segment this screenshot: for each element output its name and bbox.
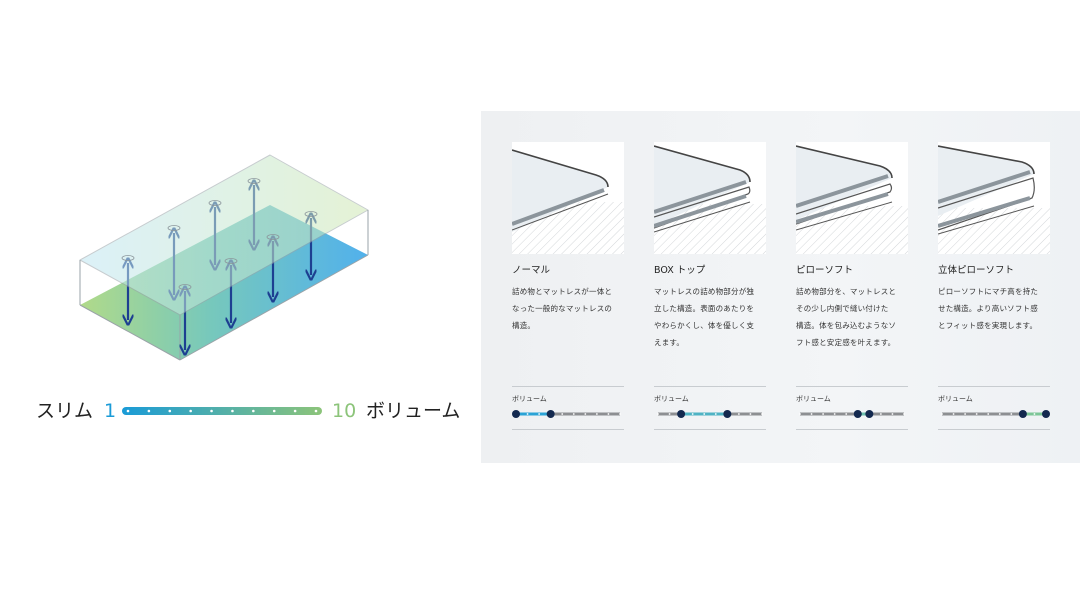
type-card-3d-pillow-soft: 立体ピローソフト ピローソフトにマチ高を持た せた構造。より高いソフト感 とフィ… [938, 142, 1050, 442]
scale-step-dot [252, 409, 255, 413]
divider [938, 429, 1050, 430]
scale-step-dot [314, 409, 318, 413]
pillow-soft-structure-image [796, 142, 908, 254]
volume-step-dot [952, 413, 955, 415]
scale-step-dot [231, 409, 234, 413]
volume-step-dot [799, 413, 801, 415]
volume-step-dot [572, 413, 575, 415]
type-description: 詰め物部分を、マットレスと その少し内側で縫い付けた 構造。体を包み込むようなソ… [796, 287, 897, 347]
volume-step-dot [975, 413, 978, 415]
type-title: ノーマル [512, 265, 551, 276]
scale-step-dot [147, 409, 151, 413]
type-card-normal: ノーマル 詰め物とマットレスが一体と なった一般的なマットレスの 構造。 ボリュ… [512, 142, 624, 442]
volume-step-dot [595, 413, 598, 415]
type-card-pillow-soft: ピローソフト 詰め物部分を、マットレスと その少し内側で縫い付けた 構造。体を包… [796, 142, 908, 442]
volume-scale: スリム 1 10 ボリューム [36, 396, 476, 428]
divider [796, 429, 908, 430]
divider [938, 386, 1050, 387]
scale-step-dot [293, 409, 297, 413]
comfort-illustration-panel: スリム 1 10 ボリューム [0, 0, 480, 608]
divider [512, 429, 624, 430]
volume-step-dot [1010, 413, 1013, 415]
volume-max-marker [546, 410, 555, 418]
volume-range-indicator [941, 410, 1050, 418]
volume-max-marker [723, 410, 732, 418]
mattress-spring-diagram [79, 154, 369, 361]
volume-step-dot [619, 413, 621, 415]
volume-step-dot [584, 413, 587, 415]
volume-step-dot [703, 413, 706, 415]
scale-gradient-bar [122, 407, 322, 415]
normal-structure-image [512, 142, 624, 254]
volume-step-dot [903, 413, 905, 415]
volume-max-marker [865, 410, 874, 418]
scale-left-label: スリム [36, 400, 94, 422]
type-title: BOX トップ [654, 265, 706, 276]
volume-min-marker [677, 410, 686, 418]
volume-step-dot [845, 413, 848, 415]
scale-step-dot [189, 409, 192, 413]
type-title: ピローソフト [796, 265, 854, 276]
volume-step-dot [810, 413, 813, 415]
box-top-structure-image [654, 142, 766, 254]
volume-step-dot [737, 413, 740, 415]
volume-step-dot [761, 413, 763, 415]
volume-step-dot [607, 413, 610, 415]
divider [654, 429, 766, 430]
volume-step-dot [987, 413, 990, 415]
volume-label: ボリューム [512, 395, 547, 403]
volume-min-marker [853, 410, 862, 418]
divider [512, 386, 624, 387]
volume-step-dot [822, 413, 825, 415]
type-description: ピローソフトにマチ高を持た せた構造。より高いソフト感 とフィット感を実現します… [938, 287, 1039, 330]
volume-step-dot [714, 413, 717, 415]
volume-step-dot [538, 413, 541, 415]
volume-step-dot [691, 413, 694, 415]
volume-max-marker [1042, 410, 1050, 418]
volume-step-dot [879, 413, 882, 415]
scale-step-dot [126, 409, 130, 413]
volume-step-dot [833, 413, 836, 415]
3d-pillow-soft-structure-image [938, 142, 1050, 254]
scale-step-dot [210, 409, 213, 413]
volume-step-dot [526, 413, 529, 415]
scale-left-value: 1 [104, 400, 117, 422]
volume-step-dot [998, 413, 1001, 415]
volume-step-dot [941, 413, 943, 415]
scale-right-label: ボリューム [366, 400, 461, 422]
scale-step-dot [168, 409, 172, 413]
divider [654, 386, 766, 387]
volume-min-marker [1018, 410, 1027, 418]
volume-range-indicator [512, 410, 621, 418]
volume-step-dot [749, 413, 752, 415]
volume-label: ボリューム [938, 395, 973, 403]
volume-step-dot [561, 413, 564, 415]
volume-step-dot [1033, 413, 1036, 415]
volume-min-marker [512, 410, 520, 418]
type-description: 詰め物とマットレスが一体と なった一般的なマットレスの 構造。 [512, 287, 613, 330]
volume-label: ボリューム [796, 395, 831, 403]
volume-step-dot [891, 413, 894, 415]
volume-label: ボリューム [654, 395, 689, 403]
volume-step-dot [668, 413, 671, 415]
scale-step-dot [272, 409, 276, 413]
structure-types-panel: ノーマル 詰め物とマットレスが一体と なった一般的なマットレスの 構造。 ボリュ… [481, 111, 1080, 463]
volume-range-indicator [799, 410, 905, 418]
volume-step-dot [657, 413, 659, 415]
divider [796, 386, 908, 387]
type-description: マットレスの詰め物部分が独 立した構造。表面のあたりを やわらかくし、体を優しく… [654, 287, 755, 347]
volume-range-indicator [657, 410, 763, 418]
scale-right-value: 10 [332, 400, 357, 422]
type-card-box-top: BOX トップ マットレスの詰め物部分が独 立した構造。表面のあたりを やわらか… [654, 142, 766, 442]
volume-step-dot [964, 413, 967, 415]
type-title: 立体ピローソフト [938, 265, 1015, 276]
